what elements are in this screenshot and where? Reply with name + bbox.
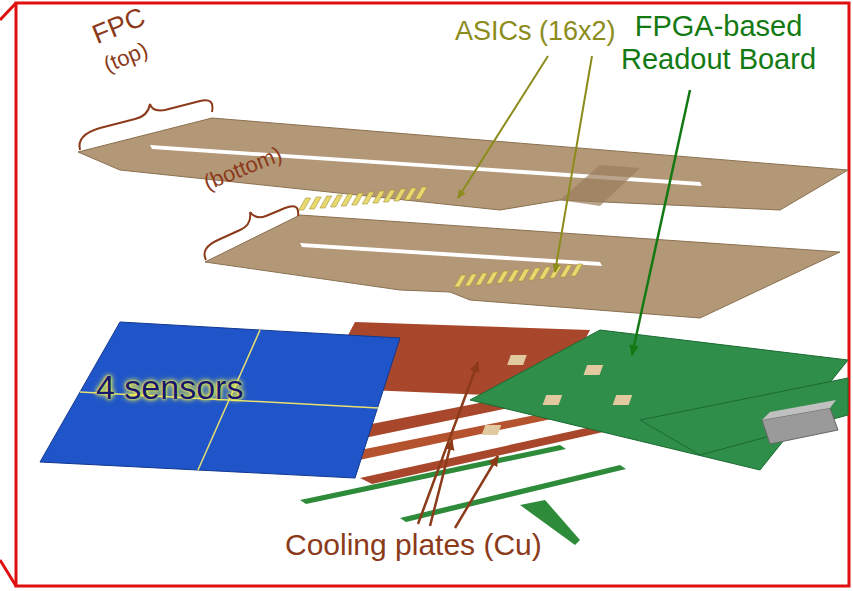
frame-tail bbox=[0, 3, 16, 586]
cooling-leader bbox=[418, 362, 478, 524]
board-leader bbox=[632, 90, 690, 355]
fpc-top bbox=[78, 118, 848, 210]
part-label: (bottom) bbox=[200, 141, 285, 195]
asic-chips bbox=[299, 187, 583, 287]
part-label: Cooling plates (Cu) bbox=[285, 528, 542, 563]
frame bbox=[16, 3, 849, 586]
cooling-leader bbox=[455, 456, 498, 528]
sensor-label: 4 sensors bbox=[96, 368, 243, 407]
readout-board bbox=[470, 330, 848, 470]
part-label: ASICs (16x2) bbox=[455, 16, 616, 47]
asic-leader bbox=[458, 56, 548, 198]
asic-leader bbox=[555, 56, 592, 272]
part-label: FPGA-based Readout Board bbox=[591, 10, 846, 77]
cooling-leader bbox=[430, 440, 452, 526]
sensor-plane: 4 sensors bbox=[38, 320, 404, 482]
fpc-top-bracket bbox=[79, 100, 212, 150]
fpc-bottom bbox=[205, 215, 840, 318]
fpc-bottom-bracket bbox=[205, 206, 299, 260]
